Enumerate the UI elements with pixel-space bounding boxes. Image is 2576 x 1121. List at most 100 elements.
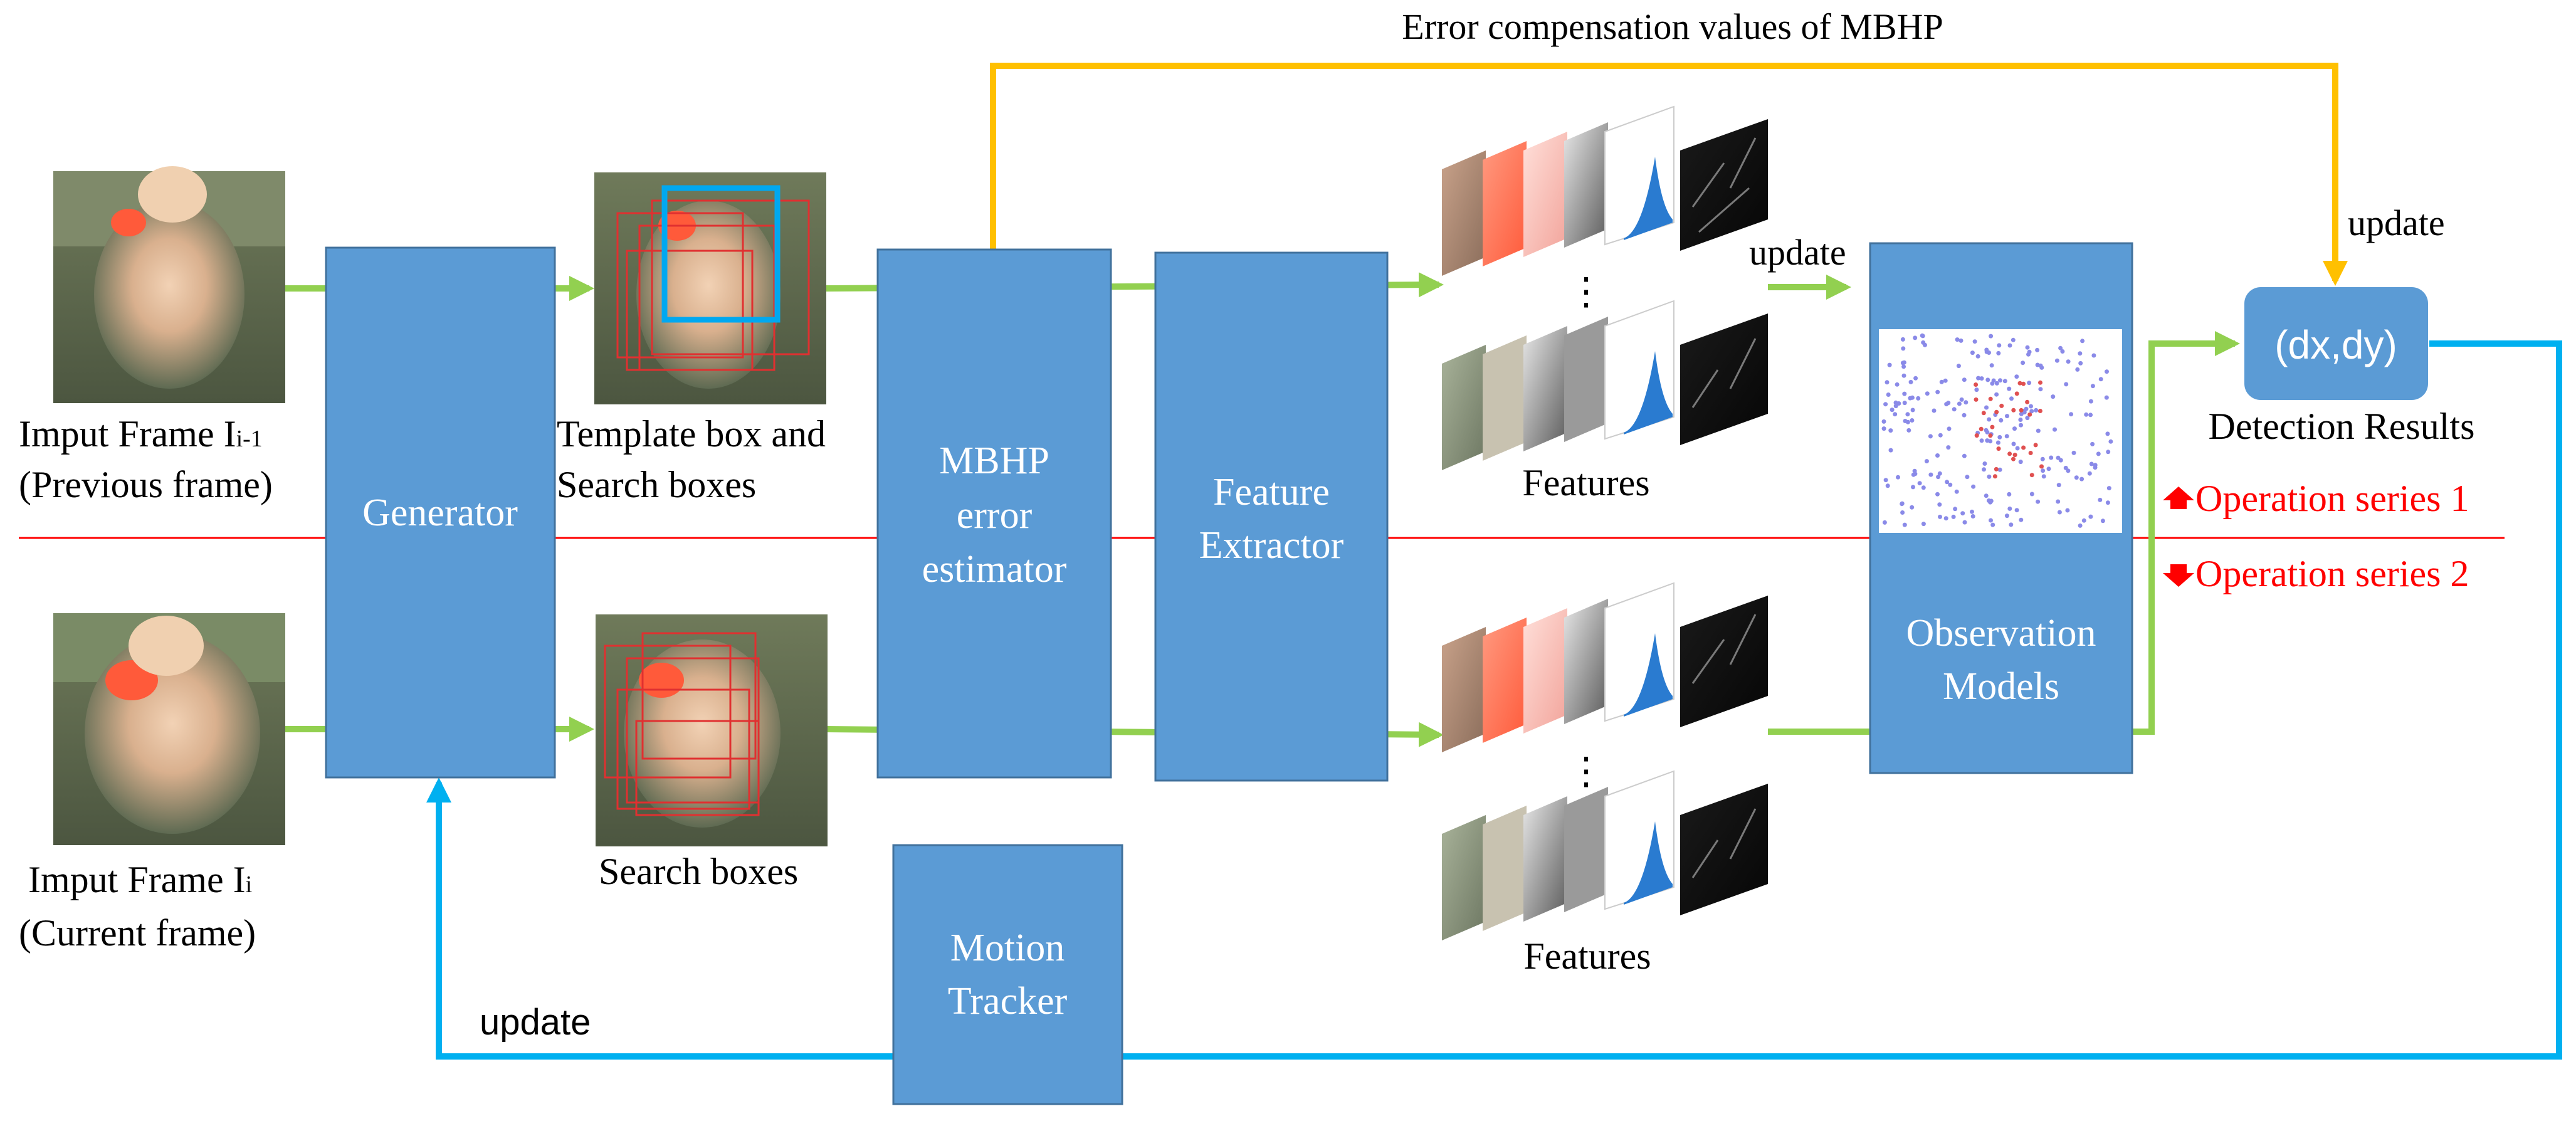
scatter-point-blue — [2053, 427, 2057, 432]
current-frame-image — [53, 613, 285, 845]
scatter-point-blue — [1946, 401, 1951, 406]
previous-frame-caption: (Previous frame) — [19, 464, 273, 505]
scatter-point-blue — [2058, 345, 2063, 350]
scatter-point-blue — [2005, 414, 2009, 419]
scatter-point-blue — [2019, 423, 2023, 428]
operation-series-2-label: Operation series 2 — [2195, 553, 2469, 594]
scatter-point-blue — [1895, 382, 1900, 387]
scatter-point-blue — [2034, 408, 2039, 413]
scatter-point-blue — [1972, 339, 1977, 344]
mbhp-label-1: MBHP — [939, 439, 1049, 482]
scatter-point-blue — [1912, 468, 1917, 473]
generator-block — [325, 246, 556, 779]
scatter-point-blue — [1885, 380, 1890, 385]
scatter-point-blue — [1910, 505, 1915, 510]
scatter-point-blue — [2024, 406, 2029, 411]
scatter-point-blue — [2011, 337, 2016, 342]
scatter-point-red — [2037, 409, 2042, 413]
scatter-point-blue — [2027, 381, 2032, 386]
scatter-point-blue — [1955, 337, 1960, 342]
scatter-point-blue — [1985, 377, 1990, 382]
scatter-point-blue — [2091, 353, 2096, 358]
scatter-point-blue — [1990, 522, 1995, 527]
scatter-point-red — [2011, 456, 2016, 461]
scatter-point-blue — [1906, 428, 1911, 433]
scatter-point-blue — [2054, 358, 2059, 363]
scatter-point-blue — [1883, 478, 1888, 483]
scatter-point-red — [1974, 382, 1979, 387]
feature-extractor-block — [1154, 251, 1389, 782]
observation-models-label-1: Observation — [1906, 612, 2096, 655]
scatter-point-blue — [2057, 510, 2062, 515]
scatter-point-blue — [1948, 482, 1953, 487]
scatter-point-blue — [1938, 433, 1943, 438]
scatter-point-red — [1994, 409, 1999, 414]
scatter-point-blue — [2081, 518, 2086, 523]
scatter-point-blue — [1952, 407, 1957, 412]
scatter-point-blue — [1960, 511, 1965, 516]
scatter-point-blue — [2009, 522, 2014, 527]
scatter-point-red — [1992, 474, 1997, 479]
scatter-point-blue — [1924, 459, 1929, 464]
scatter-point-blue — [1997, 343, 2002, 348]
scatter-point-red — [1988, 396, 1993, 401]
scatter-point-blue — [2036, 428, 2041, 433]
scatter-point-blue — [2079, 476, 2084, 482]
scatter-point-blue — [1982, 467, 1986, 472]
scatter-point-blue — [1893, 404, 1898, 409]
scatter-point-blue — [1902, 401, 1907, 406]
scatter-point-blue — [1962, 413, 1967, 418]
features-top-upper-stack — [1442, 105, 1768, 276]
scatter-point-blue — [1946, 445, 1951, 450]
scatter-point-red — [2011, 408, 2016, 413]
scatter-point-blue — [1959, 397, 1964, 402]
scatter-point-blue — [2090, 441, 2095, 446]
scatter-point-blue — [2069, 412, 2074, 417]
scatter-point-blue — [2018, 418, 2023, 422]
scatter-point-red — [1974, 397, 1979, 402]
scatter-point-red — [2021, 445, 2026, 450]
scatter-point-blue — [1943, 378, 1948, 383]
scatter-point-blue — [1954, 489, 1959, 494]
scatter-point-blue — [1984, 405, 1989, 410]
scatter-point-blue — [1913, 335, 1918, 340]
features-top-lower-stack — [1442, 300, 1768, 470]
scatter-point-blue — [1996, 350, 2001, 355]
motion-tracker-label-1: Motion — [950, 927, 1065, 969]
scatter-point-blue — [2075, 367, 2080, 372]
scatter-point-blue — [1951, 514, 1956, 519]
scatter-point-red — [2021, 381, 2026, 386]
scatter-point-blue — [2046, 466, 2051, 471]
scatter-point-blue — [1989, 498, 1994, 503]
update-label-bottom: update — [480, 1002, 591, 1043]
scatter-point-blue — [1910, 418, 1915, 423]
scatter-point-blue — [2014, 374, 2019, 379]
scatter-point-blue — [2096, 451, 2101, 456]
scatter-point-blue — [1902, 522, 1907, 527]
scatter-point-blue — [1890, 408, 1895, 413]
scatter-point-blue — [2056, 455, 2061, 460]
scatter-point-red — [2025, 399, 2030, 404]
features-top-label: Features — [1522, 462, 1649, 503]
scatter-point-blue — [1900, 502, 1905, 507]
scatter-point-blue — [1989, 518, 1993, 523]
scatter-point-blue — [2066, 359, 2071, 364]
scatter-point-blue — [1943, 516, 1948, 521]
scatter-point-blue — [2078, 361, 2083, 366]
scatter-point-blue — [1937, 471, 1942, 476]
scatter-point-blue — [2035, 347, 2040, 352]
scatter-point-red — [1974, 433, 1979, 438]
template-search-boxes-image — [594, 172, 826, 404]
detection-result-box — [2244, 287, 2428, 400]
error-compensation-arrow — [990, 63, 2348, 286]
scatter-point-blue — [1932, 408, 1937, 413]
scatter-point-blue — [1885, 483, 1890, 488]
scatter-point-red — [2012, 453, 2017, 458]
scatter-point-blue — [2093, 465, 2098, 470]
scatter-point-blue — [1910, 408, 1915, 413]
mbhp-label-2: error — [957, 494, 1033, 537]
template-box-label-2: Search boxes — [557, 464, 756, 505]
scatter-point-red — [1990, 424, 1995, 429]
scatter-point-blue — [2004, 434, 2009, 439]
